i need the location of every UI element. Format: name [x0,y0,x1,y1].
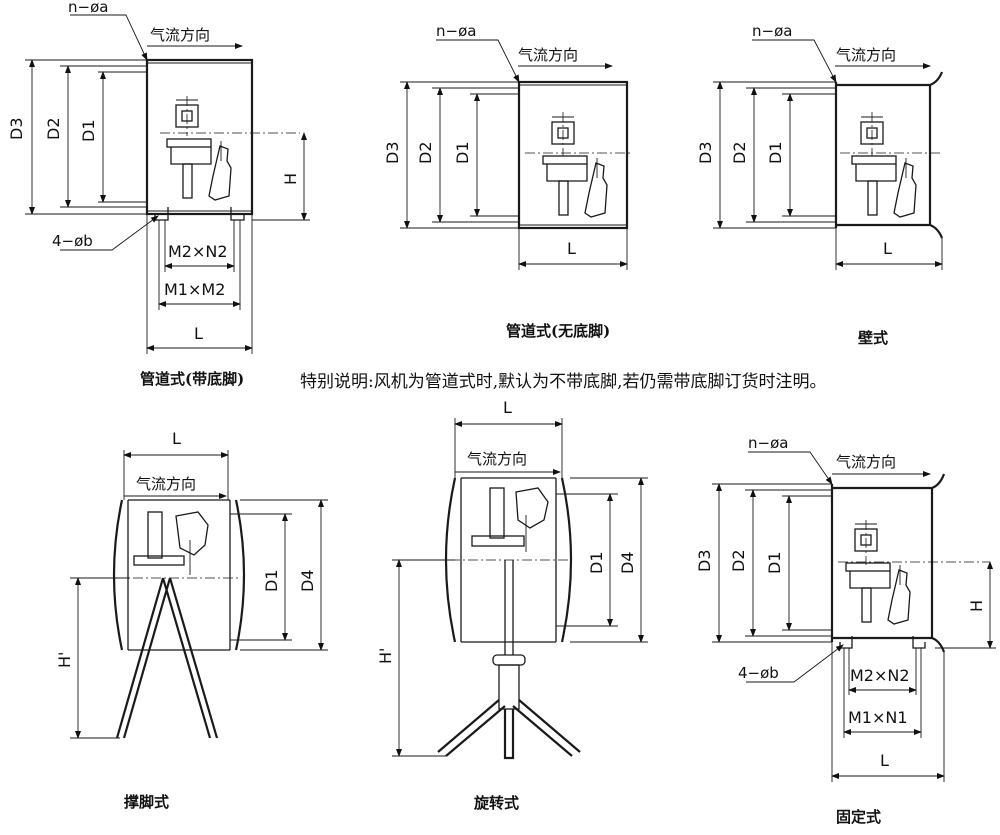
dim-d1: D1 [262,570,281,593]
dim-d1: D1 [766,142,785,165]
hole-label-4: 4−øb [738,664,779,682]
caption-stand: 撑脚式 [124,793,169,811]
caption-duct-with-feet: 管道式(带底脚) [140,370,244,388]
dim-h: H [967,600,986,612]
special-note: 特别说明:风机为管道式时,默认为不带底脚,若仍需带底脚订货时注明。 [300,372,827,392]
airflow-label: 气流方向 [836,46,896,64]
view-wall: D3 D2 D1 L n−øa 气流方向 壁式 [696,22,944,347]
dim-m1m2: M1×M2 [164,280,225,299]
caption-fixed: 固定式 [836,808,881,826]
dim-hp: H' [376,648,395,664]
view-duct-with-feet: D3 D2 D1 H M2×N2 M1×M2 L n−øa 4−øb 气流方向 … [7,0,310,388]
dim-hp: H' [55,652,74,668]
hole-label-n: n−øa [752,22,792,40]
caption-rotary: 旋转式 [473,794,519,812]
dim-l: L [567,239,576,258]
dim-l: L [503,398,512,417]
dim-l: L [194,324,203,343]
hole-label-n: n−øa [748,434,788,452]
hole-label-n: n−øa [68,0,108,16]
dim-d2: D2 [416,142,435,165]
dim-m1n1: M1×N1 [848,708,908,727]
dim-m2n2: M2×N2 [850,666,910,685]
view-duct-no-feet: D3 D2 D1 L n−øa 气流方向 管道式(无底脚) [383,22,630,340]
caption-wall: 壁式 [858,329,888,347]
dim-d2: D2 [729,550,748,573]
airflow-label: 气流方向 [518,46,578,64]
dim-d3: D3 [383,142,402,165]
caption-duct-no-feet: 管道式(无底脚) [506,322,610,340]
view-stand: L 气流方向 D1 D4 H' 撑脚式 [55,429,328,811]
hole-label-4: 4−øb [52,232,93,250]
dim-d2: D2 [44,118,63,141]
dim-d4: D4 [618,552,637,575]
dim-h: H [281,173,300,185]
dim-d1: D1 [79,120,98,143]
dim-d1: D1 [587,552,606,575]
dim-d3: D3 [7,118,26,141]
dim-d1: D1 [453,142,472,165]
dim-d3: D3 [696,142,715,165]
dim-m2n2: M2×N2 [168,242,228,261]
dim-l: L [883,239,892,258]
dim-d4: D4 [298,570,317,593]
airflow-label: 气流方向 [150,26,210,44]
view-fixed: D3 D2 D1 H M2×N2 M1×N1 L n−øa 4−øb 气流方向 … [695,434,996,826]
airflow-label: 气流方向 [836,453,896,471]
airflow-label: 气流方向 [467,450,527,468]
airflow-label: 气流方向 [136,475,196,493]
dim-l: L [172,429,181,448]
dim-l: L [880,751,889,770]
view-rotary: L 气流方向 D1 D4 H' 旋转式 [376,398,648,812]
dim-d2: D2 [730,142,749,165]
hole-label-n: n−øa [436,22,476,40]
dim-d3: D3 [695,550,714,573]
dim-d1: D1 [765,552,784,575]
